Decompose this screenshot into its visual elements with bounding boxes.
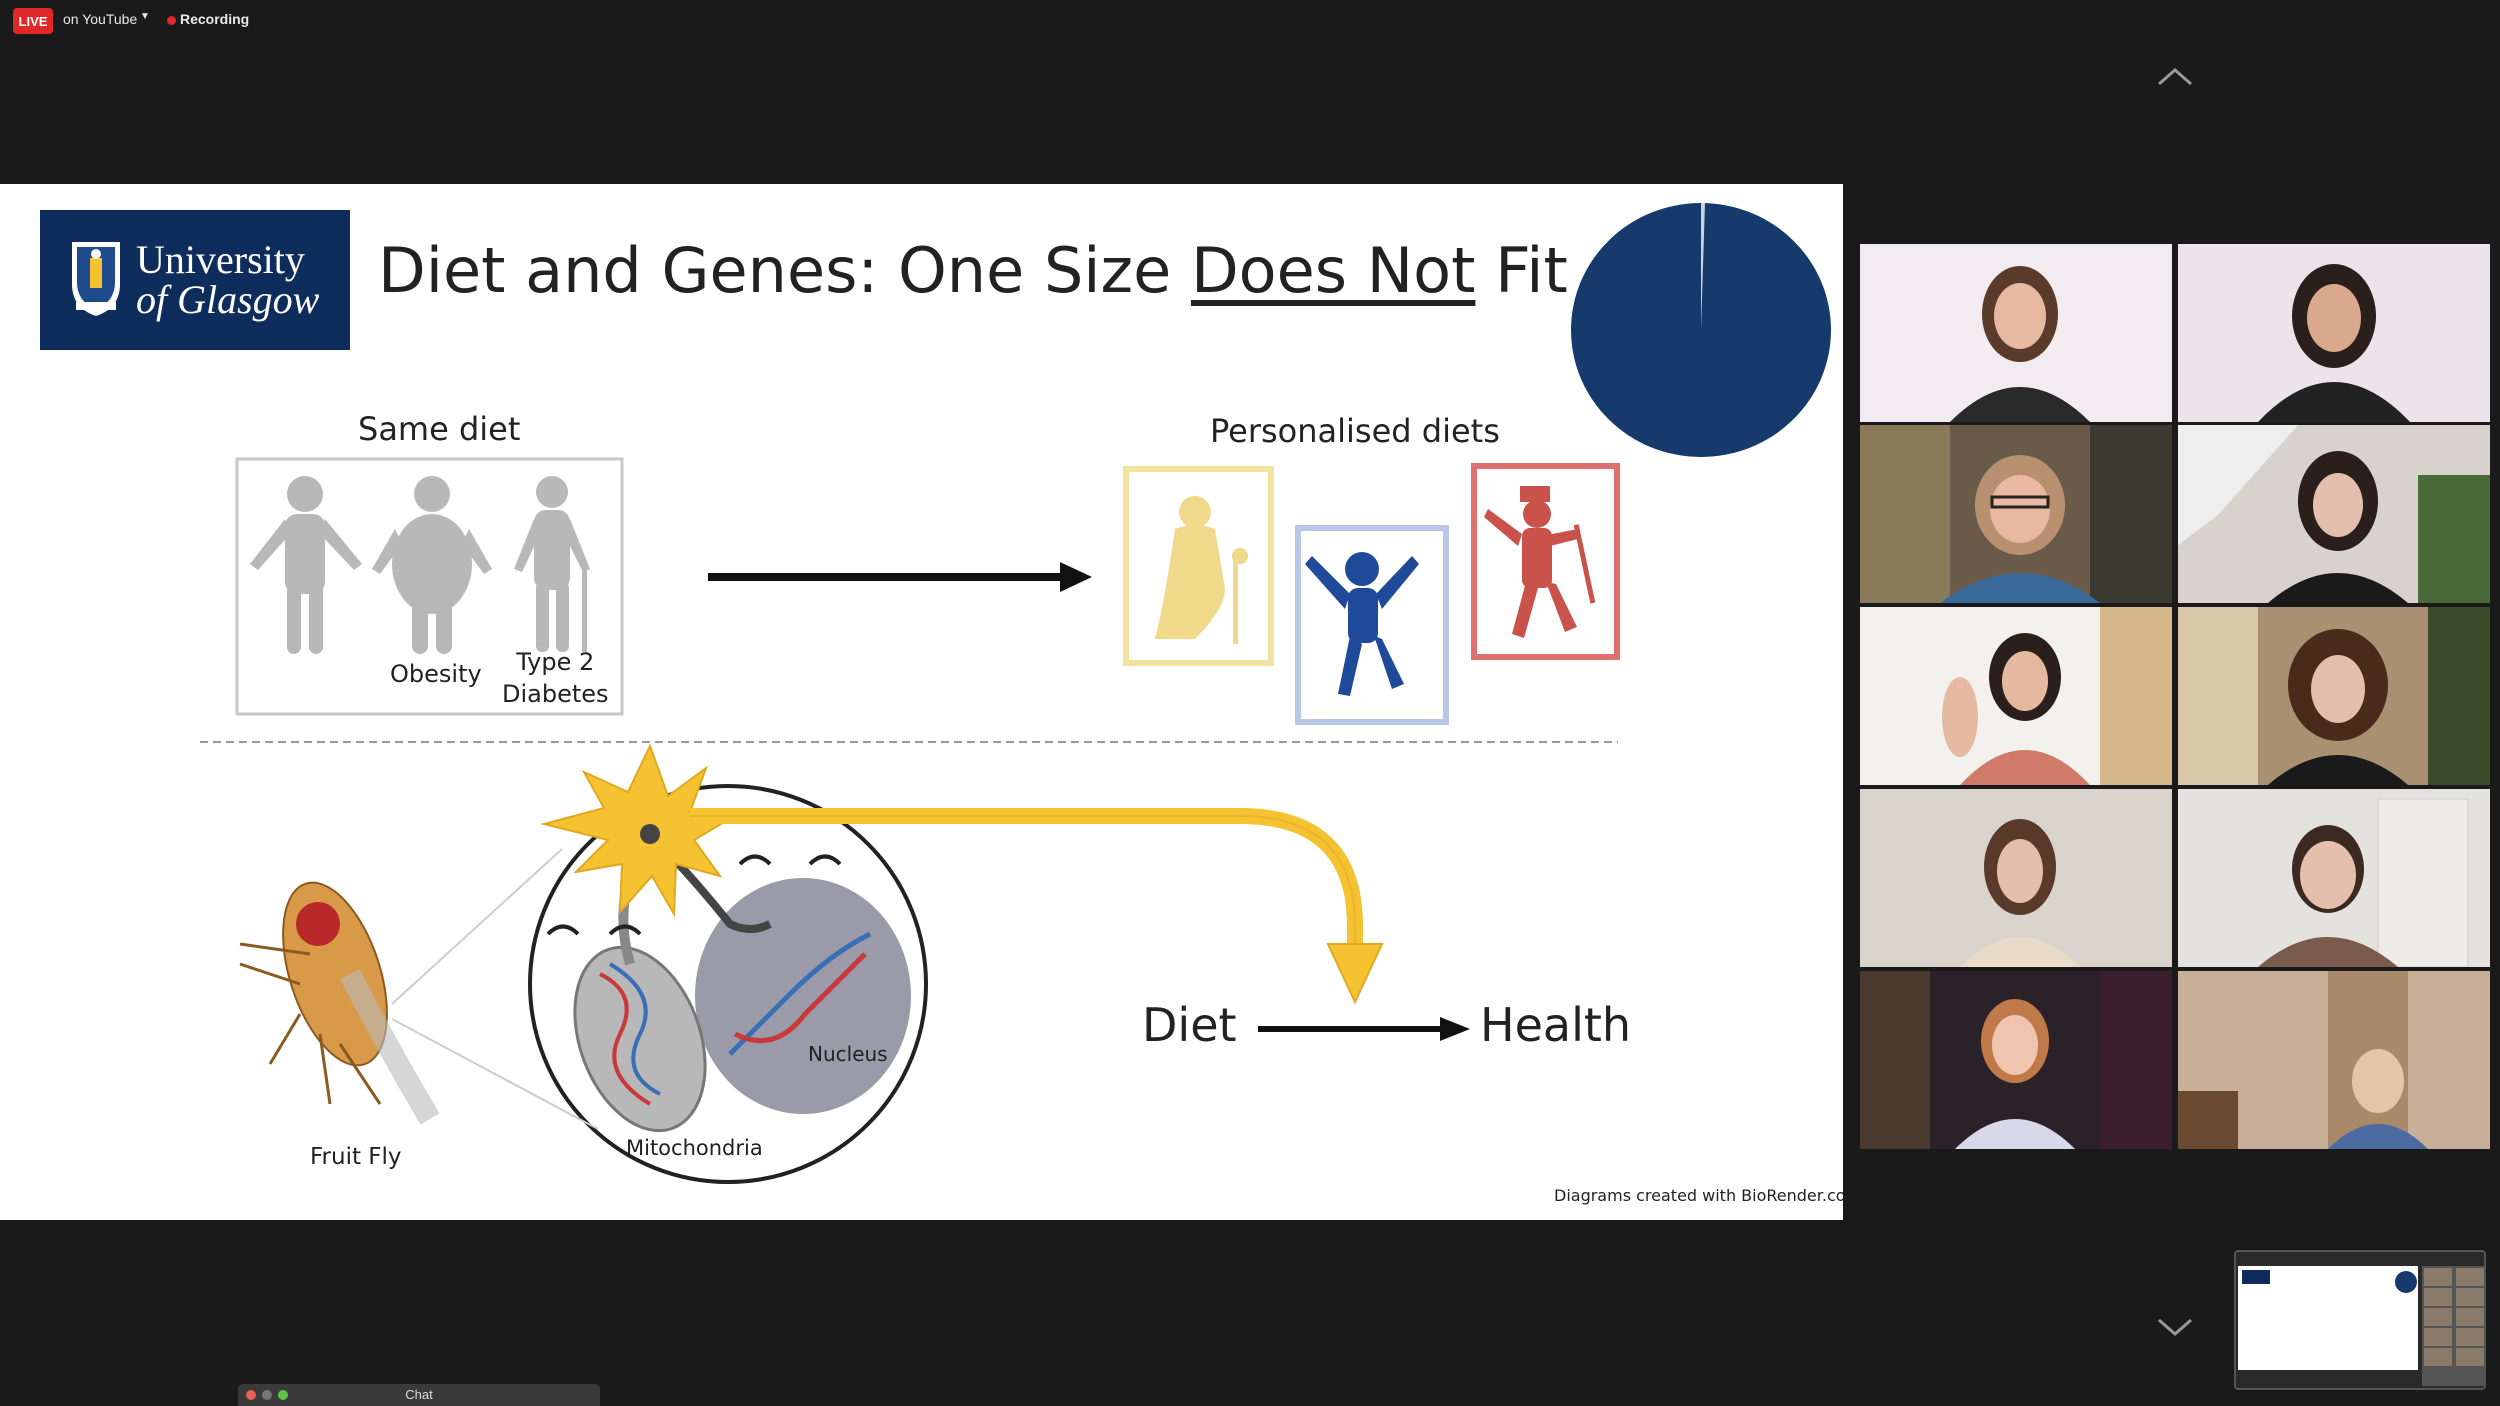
person-normal-icon (250, 476, 362, 654)
fruit-fly-icon (239, 881, 440, 1125)
obesity-label: Obesity (390, 660, 482, 688)
biorender-credit: Diagrams created with BioRender.com (1554, 1186, 1843, 1205)
self-view-thumbnail[interactable] (2234, 1250, 2486, 1390)
participant-video-tile[interactable] (2178, 971, 2490, 1149)
participant-video-tile[interactable] (1860, 425, 2172, 603)
stream-target-label[interactable]: on YouTube (63, 11, 138, 27)
title-emphasis: Does Not (1190, 234, 1476, 307)
minimize-window-icon[interactable] (262, 1390, 272, 1400)
same-diet-box (235, 457, 624, 716)
crest-icon (72, 242, 120, 316)
mitochondria-label: Mitochondria (626, 1136, 763, 1160)
logo-text-line1: University (136, 237, 305, 282)
title-prefix: Diet and Genes: One Size (378, 234, 1191, 307)
personalised-diets-label: Personalised diets (1210, 412, 1500, 450)
type2-line1: Type 2 (516, 648, 595, 676)
live-badge[interactable]: LIVE (13, 8, 53, 34)
diet-label: Diet (1142, 998, 1237, 1052)
person-obesity-icon (372, 476, 492, 654)
person-elderly-icon (514, 476, 590, 652)
participant-video-tile[interactable] (1860, 789, 2172, 967)
participant-video-tile[interactable] (2178, 425, 2490, 603)
participant-video-tile-active[interactable] (2178, 244, 2490, 422)
health-label: Health (1480, 998, 1632, 1052)
chevron-down-icon[interactable] (2155, 1312, 2195, 1342)
participant-video-tile[interactable] (2178, 789, 2490, 967)
chat-window-titlebar[interactable]: Chat (238, 1384, 600, 1406)
recording-label: Recording (180, 11, 250, 27)
close-window-icon[interactable] (246, 1390, 256, 1400)
participant-video-tile[interactable] (2178, 607, 2490, 785)
timer-pie-icon (1571, 202, 1831, 457)
red-dancing-figure-icon (1484, 486, 1596, 638)
stream-dropdown-icon[interactable]: ▼ (140, 11, 150, 22)
fruit-fly-label: Fruit Fly (310, 1144, 402, 1170)
same-diet-label: Same diet (358, 410, 521, 448)
recording-dot-icon (167, 16, 176, 25)
nucleus-icon (695, 878, 911, 1114)
nucleus-label: Nucleus (808, 1042, 888, 1066)
logo-text-line2: of Glasgow (136, 277, 320, 322)
participant-video-tile[interactable] (1860, 971, 2172, 1149)
slide-title: Diet and Genes: One Size Does Not Fit Al… (378, 234, 1664, 307)
chat-title: Chat (405, 1387, 433, 1402)
type2-diabetes-label: Type 2 Diabetes (502, 646, 609, 710)
mitochondria-icon (573, 945, 707, 1133)
university-logo: University of Glasgow (40, 210, 350, 350)
maximize-window-icon[interactable] (278, 1390, 288, 1400)
participant-video-tile[interactable] (1860, 244, 2172, 422)
slide-diagram (200, 457, 1620, 1184)
chevron-up-icon[interactable] (2155, 60, 2195, 90)
yellow-elderly-figure-icon (1155, 496, 1248, 644)
participant-video-tile[interactable] (1860, 607, 2172, 785)
blue-jumping-figure-icon (1305, 552, 1419, 696)
shared-slide: University of Glasgow Diet and Genes: On… (0, 184, 1843, 1220)
type2-line2: Diabetes (502, 680, 609, 708)
